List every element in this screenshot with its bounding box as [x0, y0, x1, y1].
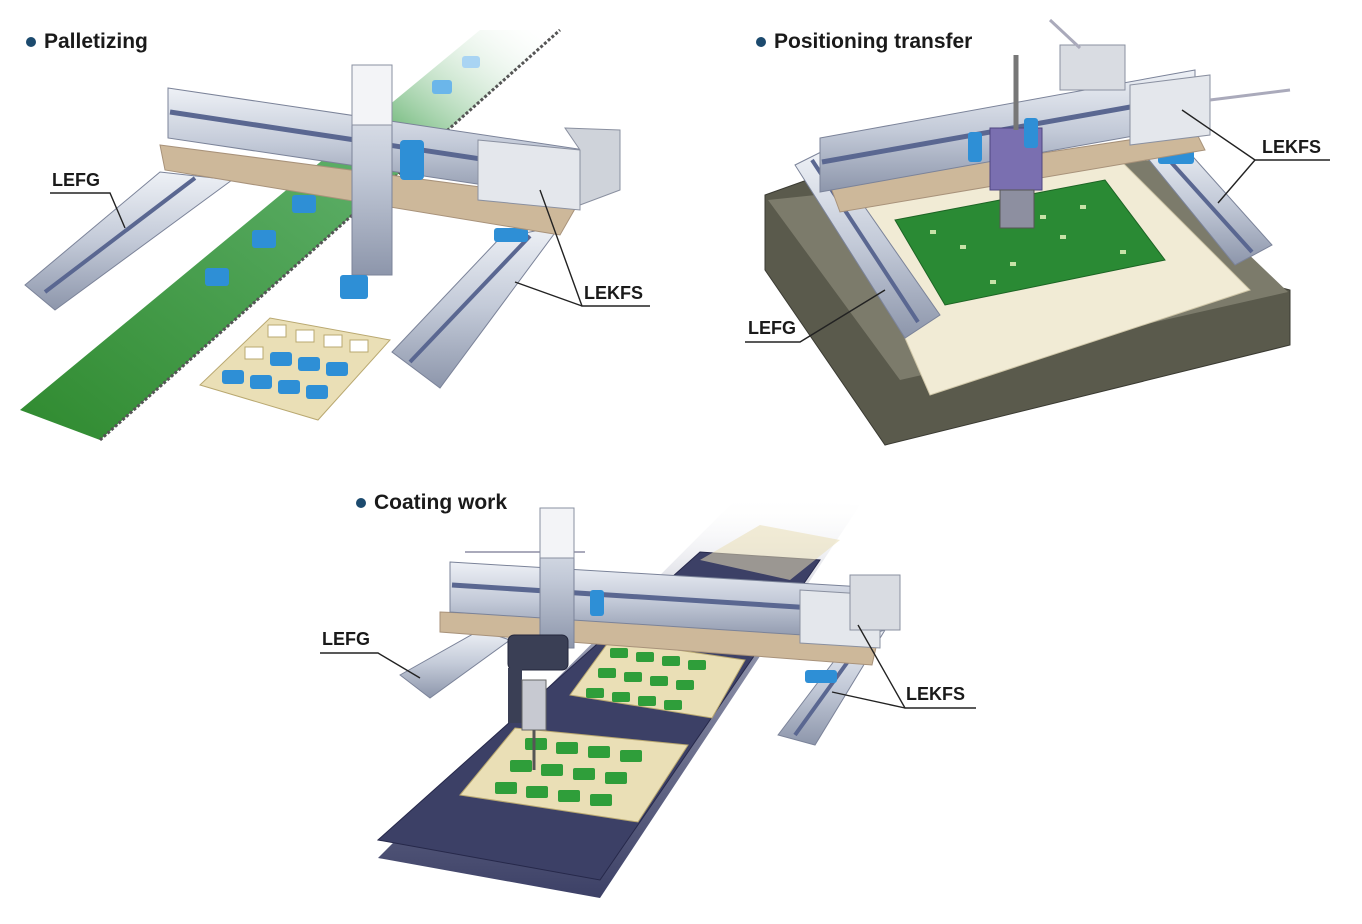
palletizing-lefg-label: LEFG	[52, 170, 100, 190]
pcb-board	[894, 179, 1166, 306]
coating-illustration	[320, 495, 976, 898]
lekfs-leader	[1217, 159, 1256, 204]
positioning-lekfs-label: LEKFS	[1262, 137, 1322, 157]
lekfs-rail	[391, 225, 562, 389]
lefg-leader	[745, 289, 886, 343]
rail-stripe	[408, 234, 532, 364]
axis-top	[539, 507, 575, 559]
pallet-cells	[222, 324, 369, 399]
axis-top	[351, 64, 393, 126]
axis-slider	[590, 590, 604, 616]
palletizing-illustration	[20, 28, 650, 442]
workpiece	[292, 195, 316, 213]
gripper	[340, 275, 368, 299]
workpiece	[205, 268, 229, 286]
tray-cells	[495, 738, 642, 806]
motor-end	[564, 127, 621, 206]
coating-lefg-label: LEFG	[322, 629, 370, 649]
palletizing-title: Palletizing	[44, 30, 148, 53]
rail-slider	[805, 670, 837, 683]
axis-slider	[400, 140, 424, 180]
motor-block	[477, 139, 581, 211]
tool-head	[999, 189, 1035, 229]
rail-stripe	[43, 176, 197, 294]
workpiece	[432, 80, 452, 94]
cable	[1209, 88, 1291, 102]
belt-edge	[99, 28, 561, 442]
positioning-heading: Positioning transfer	[756, 30, 972, 54]
bullet-icon	[756, 37, 766, 47]
dispenser-head	[521, 679, 547, 731]
bullet-icon	[26, 37, 36, 47]
pallet-tray	[199, 317, 391, 421]
dispenser-bracket	[507, 634, 569, 671]
lefg-rail	[399, 629, 512, 699]
workpiece	[462, 56, 480, 68]
bullet-icon	[356, 498, 366, 508]
pcb-traces	[930, 205, 1126, 284]
positioning-title: Positioning transfer	[774, 30, 973, 53]
pcb-tray	[700, 525, 840, 580]
positioning-illustration	[745, 18, 1330, 446]
rail-slider	[494, 228, 528, 242]
tray-cells	[586, 648, 706, 710]
rail-stripe	[1158, 148, 1254, 254]
positioning-lefg-label: LEFG	[748, 318, 796, 338]
cable	[1048, 18, 1082, 50]
coating-title: Coating work	[374, 491, 508, 514]
lefg-leader	[320, 652, 421, 679]
palletizing-heading: Palletizing	[26, 30, 148, 54]
motor-rear	[1059, 44, 1126, 91]
motor-block	[1129, 74, 1211, 146]
lekfs-leader	[831, 691, 906, 709]
axis-slider	[968, 132, 982, 162]
motor-end	[849, 574, 901, 631]
lekfs-leader	[514, 281, 583, 307]
axis-slider	[1024, 118, 1038, 148]
workpiece	[252, 230, 276, 248]
palletizing-lekfs-label: LEKFS	[584, 283, 644, 303]
coating-heading: Coating work	[356, 491, 507, 515]
lefg-leader	[50, 192, 126, 229]
dispenser-bracket	[508, 668, 522, 723]
coating-lekfs-label: LEKFS	[906, 684, 966, 704]
